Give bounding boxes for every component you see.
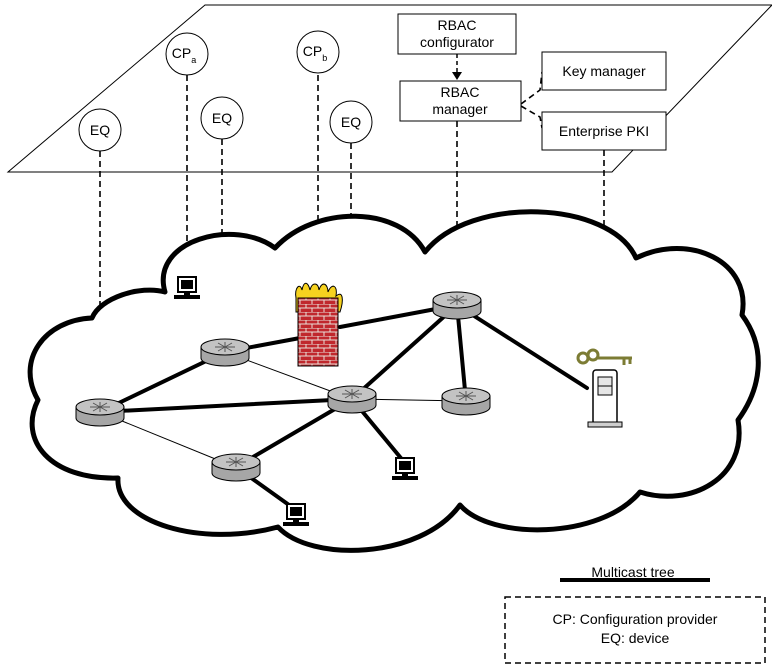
rbac-manager-label-1: RBAC	[441, 84, 480, 100]
link-manager-to-pki	[520, 105, 543, 129]
rbac-configurator-box	[397, 13, 517, 55]
rbac-configurator-label-1: RBAC	[438, 17, 477, 33]
eq-right-label: EQ	[341, 114, 361, 130]
tree-link	[455, 303, 468, 403]
router-icon	[75, 398, 125, 427]
router-icon	[441, 387, 491, 416]
eq-mid-label: EQ	[212, 110, 232, 126]
pki-server-icon	[587, 369, 623, 428]
key-manager-label: Key manager	[562, 63, 646, 79]
tree-link	[98, 397, 354, 414]
enterprise-pki-label: Enterprise PKI	[559, 123, 649, 139]
router-icon	[432, 291, 482, 320]
rbac-manager-label-2: manager	[432, 101, 488, 117]
tree-link	[350, 303, 459, 401]
enterprise-pki-box	[541, 111, 667, 151]
router-icon	[200, 338, 250, 367]
computer-icon	[392, 457, 418, 480]
eq-left-label: EQ	[90, 122, 110, 138]
network-cloud	[27, 209, 761, 553]
cp-b-label: CPb	[303, 43, 327, 63]
legend-cp-definition: CP: Configuration provider	[553, 611, 718, 627]
eq-left-node	[78, 108, 122, 152]
key-manager-box	[541, 51, 667, 91]
cp-a-node	[165, 32, 209, 76]
key-icon	[576, 348, 632, 365]
multicast-legend-label: Multicast tree	[591, 564, 674, 580]
cp-b-node	[296, 30, 340, 74]
eq-mid-node	[200, 96, 244, 140]
link-manager-to-key	[520, 71, 543, 105]
rbac-manager-box	[399, 80, 522, 122]
legend-eq-definition: EQ: device	[601, 630, 670, 646]
cp-a-label: CPa	[172, 45, 196, 65]
computer-icon	[174, 276, 200, 299]
firewall-icon	[295, 282, 343, 367]
router-icon	[327, 385, 377, 414]
router-icon	[211, 453, 261, 482]
tree-link	[234, 397, 354, 469]
arrowhead	[452, 72, 462, 80]
legend-box	[504, 596, 766, 664]
tree-link	[455, 303, 589, 390]
eq-right-node	[329, 100, 373, 144]
rbac-configurator-label-2: configurator	[420, 34, 494, 50]
computer-icon	[283, 503, 309, 526]
